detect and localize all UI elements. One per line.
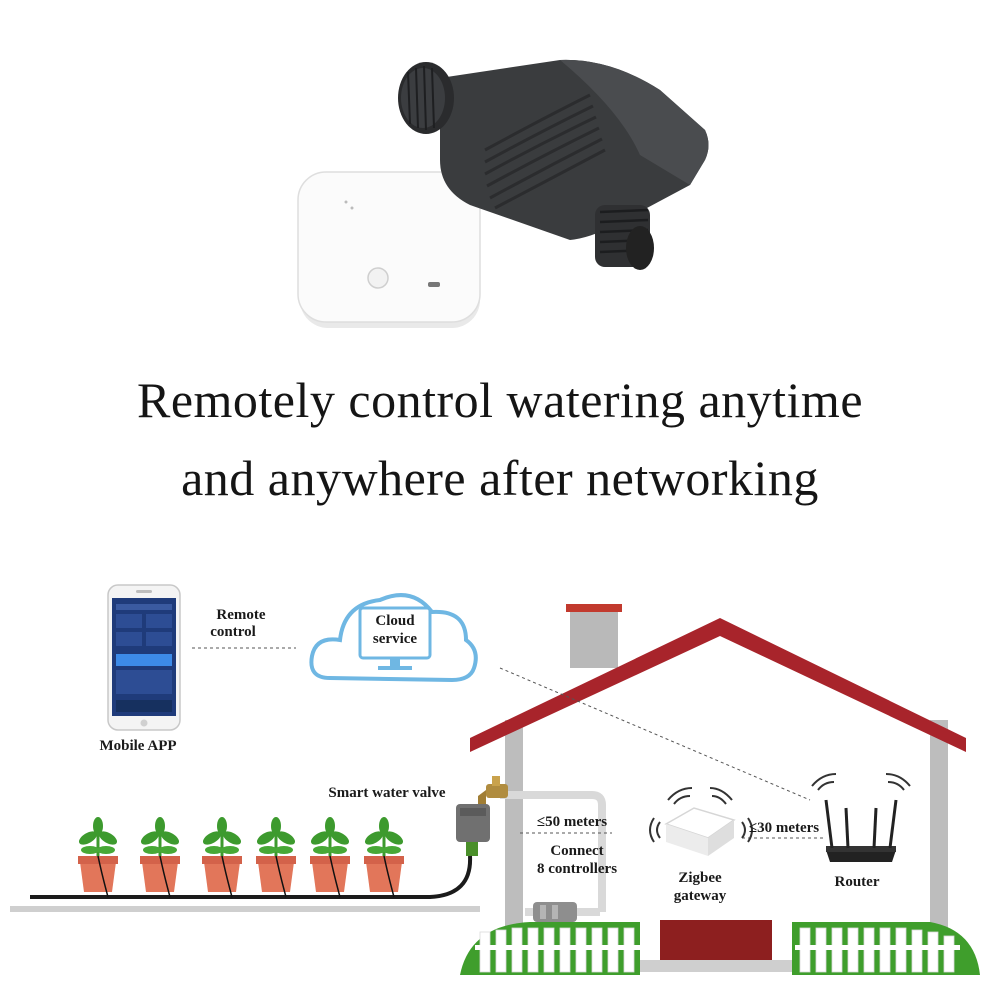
mobile-app-phone-icon xyxy=(107,584,181,731)
water-meter xyxy=(533,902,577,922)
label-smart-water-valve: Smart water valve xyxy=(328,785,446,801)
router-icon xyxy=(811,773,911,862)
smart-water-valve-product xyxy=(398,59,709,270)
ground-line xyxy=(10,906,480,912)
gateway-icon xyxy=(664,807,736,856)
drip-hose xyxy=(30,855,473,899)
label-connect-2: 8 controllers xyxy=(536,861,618,877)
headline-line-1: Remotely control watering anytime xyxy=(136,372,864,428)
zigbee-gateway-product xyxy=(297,171,481,328)
label-gateway-2: gateway xyxy=(673,888,727,904)
connection-lines xyxy=(192,647,825,839)
label-router-distance: ≤30 meters xyxy=(748,820,820,836)
label-connect-1: Connect xyxy=(550,843,604,859)
label-cloud-1: Cloud xyxy=(375,613,415,629)
valve-icon xyxy=(456,804,490,856)
label-router: Router xyxy=(834,874,880,890)
garden-fence xyxy=(460,922,980,975)
headline-line-2: and anywhere after networking xyxy=(181,450,819,506)
wifi-signal-icon xyxy=(649,787,753,843)
house xyxy=(470,604,966,972)
label-remote-control-1: Remote xyxy=(216,607,266,623)
label-remote-control-2: control xyxy=(210,624,256,640)
cloud-service-icon xyxy=(309,593,478,683)
label-cloud-2: service xyxy=(372,631,418,647)
label-mobile-app: Mobile APP xyxy=(99,738,177,754)
label-gateway-1: Zigbee xyxy=(678,870,722,886)
plant-row xyxy=(78,817,404,898)
label-valve-distance: ≤50 meters xyxy=(536,814,608,830)
